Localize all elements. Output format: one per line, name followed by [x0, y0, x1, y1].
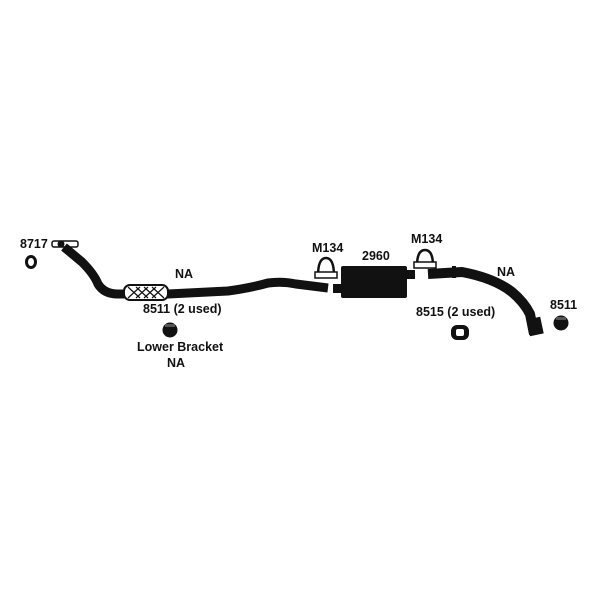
label-8511-2-used: 8511 (2 used) [143, 302, 222, 316]
hanger-8511-icon [162, 322, 178, 338]
clamp-m134-front-icon [314, 256, 338, 279]
label-m134-front: M134 [312, 241, 343, 255]
label-m134-rear: M134 [411, 232, 442, 246]
hanger-8511-rear-icon [553, 315, 569, 331]
label-8511-rear: 8511 [550, 298, 577, 312]
label-8515-2-used: 8515 (2 used) [416, 305, 495, 319]
label-2960: 2960 [362, 249, 390, 263]
tail-pipe-tip [526, 316, 544, 337]
tail-pipe [427, 267, 539, 335]
gasket-8717-icon [25, 255, 37, 269]
hanger-8515-icon [451, 325, 469, 340]
front-pipe [61, 243, 329, 299]
label-lower-bracket: Lower Bracket [137, 340, 224, 354]
label-na-tail-pipe: NA [497, 265, 515, 279]
clamp-m134-rear-icon [413, 248, 437, 269]
label-lower-bracket-na: NA [167, 356, 185, 370]
label-8717: 8717 [20, 237, 48, 251]
flex-pipe-section [123, 284, 169, 301]
tail-pipe-collar [452, 266, 456, 278]
muffler-2960 [333, 266, 415, 298]
label-na-front-pipe: NA [175, 267, 193, 281]
